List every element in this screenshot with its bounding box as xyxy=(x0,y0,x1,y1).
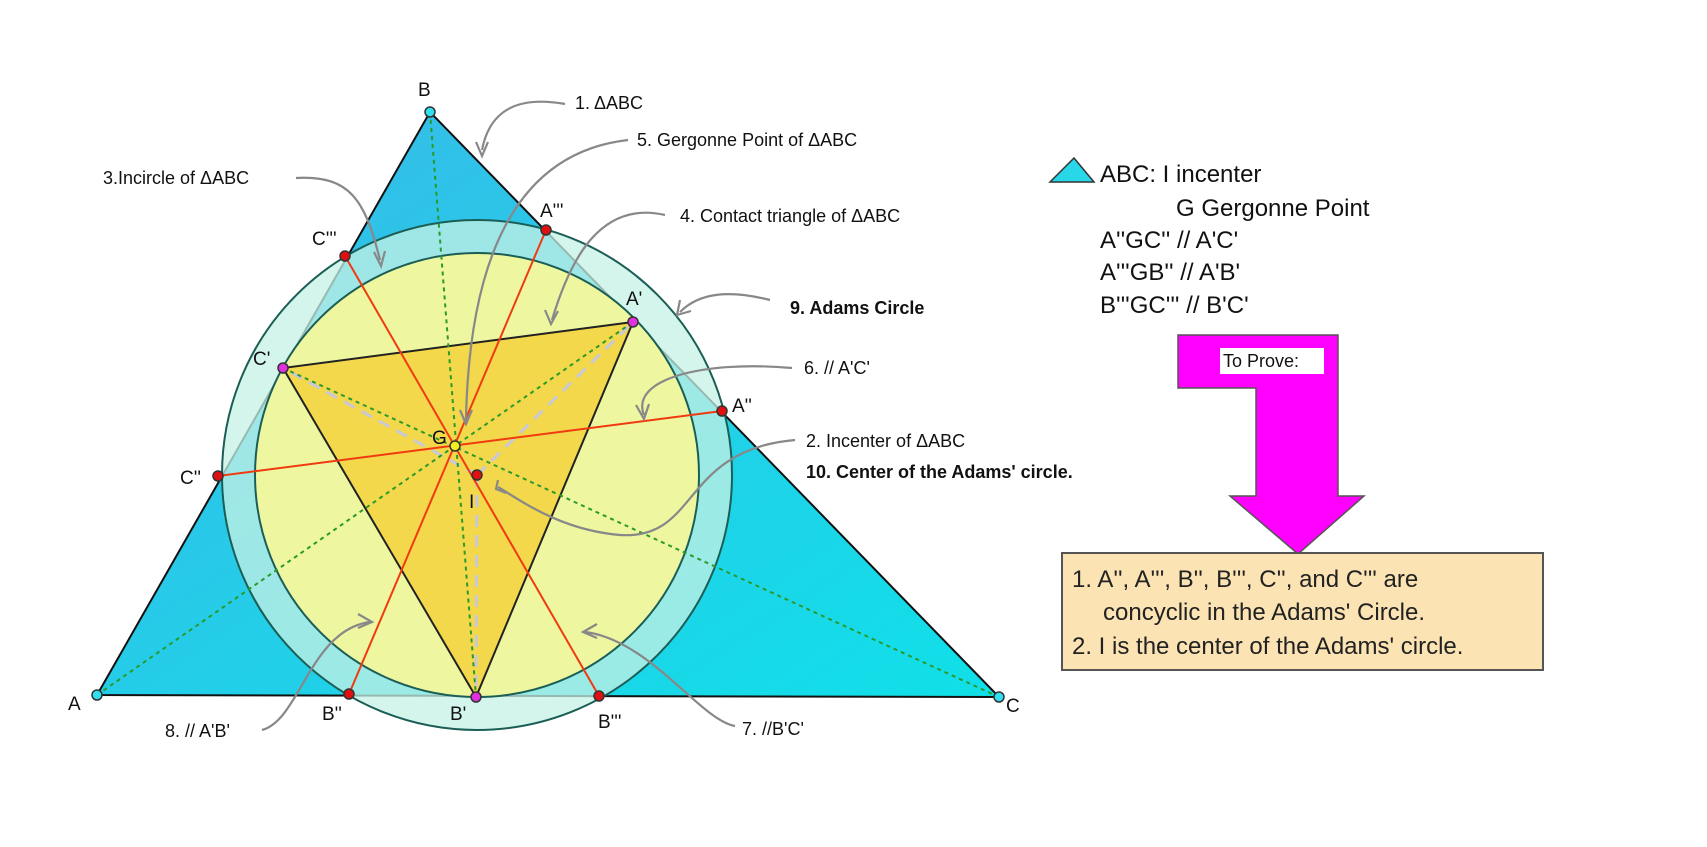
to-prove-arrow xyxy=(1177,334,1366,555)
label-i: I xyxy=(469,492,474,513)
annotation-10: 10. Center of the Adams' circle. xyxy=(806,462,1073,482)
point-b3 xyxy=(593,690,605,702)
annotation-7: 7. //B'C' xyxy=(742,719,804,739)
label-b3: B''' xyxy=(598,712,622,733)
annotation-3: 3.Incircle of ΔABC xyxy=(103,168,249,188)
point-b xyxy=(424,106,436,118)
point-a1 xyxy=(627,316,639,328)
proof-box xyxy=(1061,552,1544,671)
given-line-1: ABC: I incenter xyxy=(1100,161,1261,188)
triangle-icon xyxy=(1048,156,1096,183)
given-line-3: A''GC'' // A'C' xyxy=(1100,227,1238,254)
point-c3 xyxy=(339,250,351,262)
point-c2 xyxy=(212,470,224,482)
annotation-2: 2. Incenter of ΔABC xyxy=(806,431,965,451)
label-a3: A''' xyxy=(540,201,564,222)
proof-line-2: concyclic in the Adams' Circle. xyxy=(1103,599,1425,626)
label-c2: C'' xyxy=(180,468,201,489)
label-b: B xyxy=(418,80,431,101)
point-c1 xyxy=(277,362,289,374)
annotation-4: 4. Contact triangle of ΔABC xyxy=(680,206,900,226)
point-c xyxy=(993,691,1005,703)
label-a: A xyxy=(68,694,81,715)
annotation-9: 9. Adams Circle xyxy=(790,298,924,318)
to-prove-label: To Prove: xyxy=(1223,351,1299,371)
point-a2 xyxy=(716,405,728,417)
label-c: C xyxy=(1006,696,1020,717)
label-c1: C' xyxy=(253,349,270,370)
proof-line-1: 1. A'', A''', B'', B''', C'', and C''' a… xyxy=(1072,566,1418,593)
incenter-radii xyxy=(282,320,635,698)
label-b1: B' xyxy=(450,704,466,725)
label-c3: C''' xyxy=(312,229,337,250)
given-line-4: A'''GB'' // A'B' xyxy=(1100,259,1240,286)
label-g: G xyxy=(432,428,447,449)
point-a xyxy=(91,689,103,701)
cevians xyxy=(96,111,1000,698)
annotation-8: 8. // A'B' xyxy=(165,721,230,741)
point-a3 xyxy=(540,224,552,236)
annotation-1: 1. ΔABC xyxy=(575,93,643,113)
annotation-arrows xyxy=(261,100,796,732)
annotation-6: 6. // A'C' xyxy=(804,358,870,378)
label-b2: B'' xyxy=(322,704,342,725)
point-b2 xyxy=(343,688,355,700)
point-i xyxy=(471,469,483,481)
label-a1: A' xyxy=(626,289,642,310)
to-prove-label-bg xyxy=(1220,348,1324,374)
label-a2: A'' xyxy=(732,396,752,417)
annotation-5: 5. Gergonne Point of ΔABC xyxy=(637,130,857,150)
given-line-2: G Gergonne Point xyxy=(1176,195,1370,222)
given-line-5: B'''GC''' // B'C' xyxy=(1100,292,1249,319)
point-g xyxy=(449,440,461,452)
proof-line-3: 2. I is the center of the Adams' circle. xyxy=(1072,633,1463,660)
point-b1 xyxy=(470,691,482,703)
